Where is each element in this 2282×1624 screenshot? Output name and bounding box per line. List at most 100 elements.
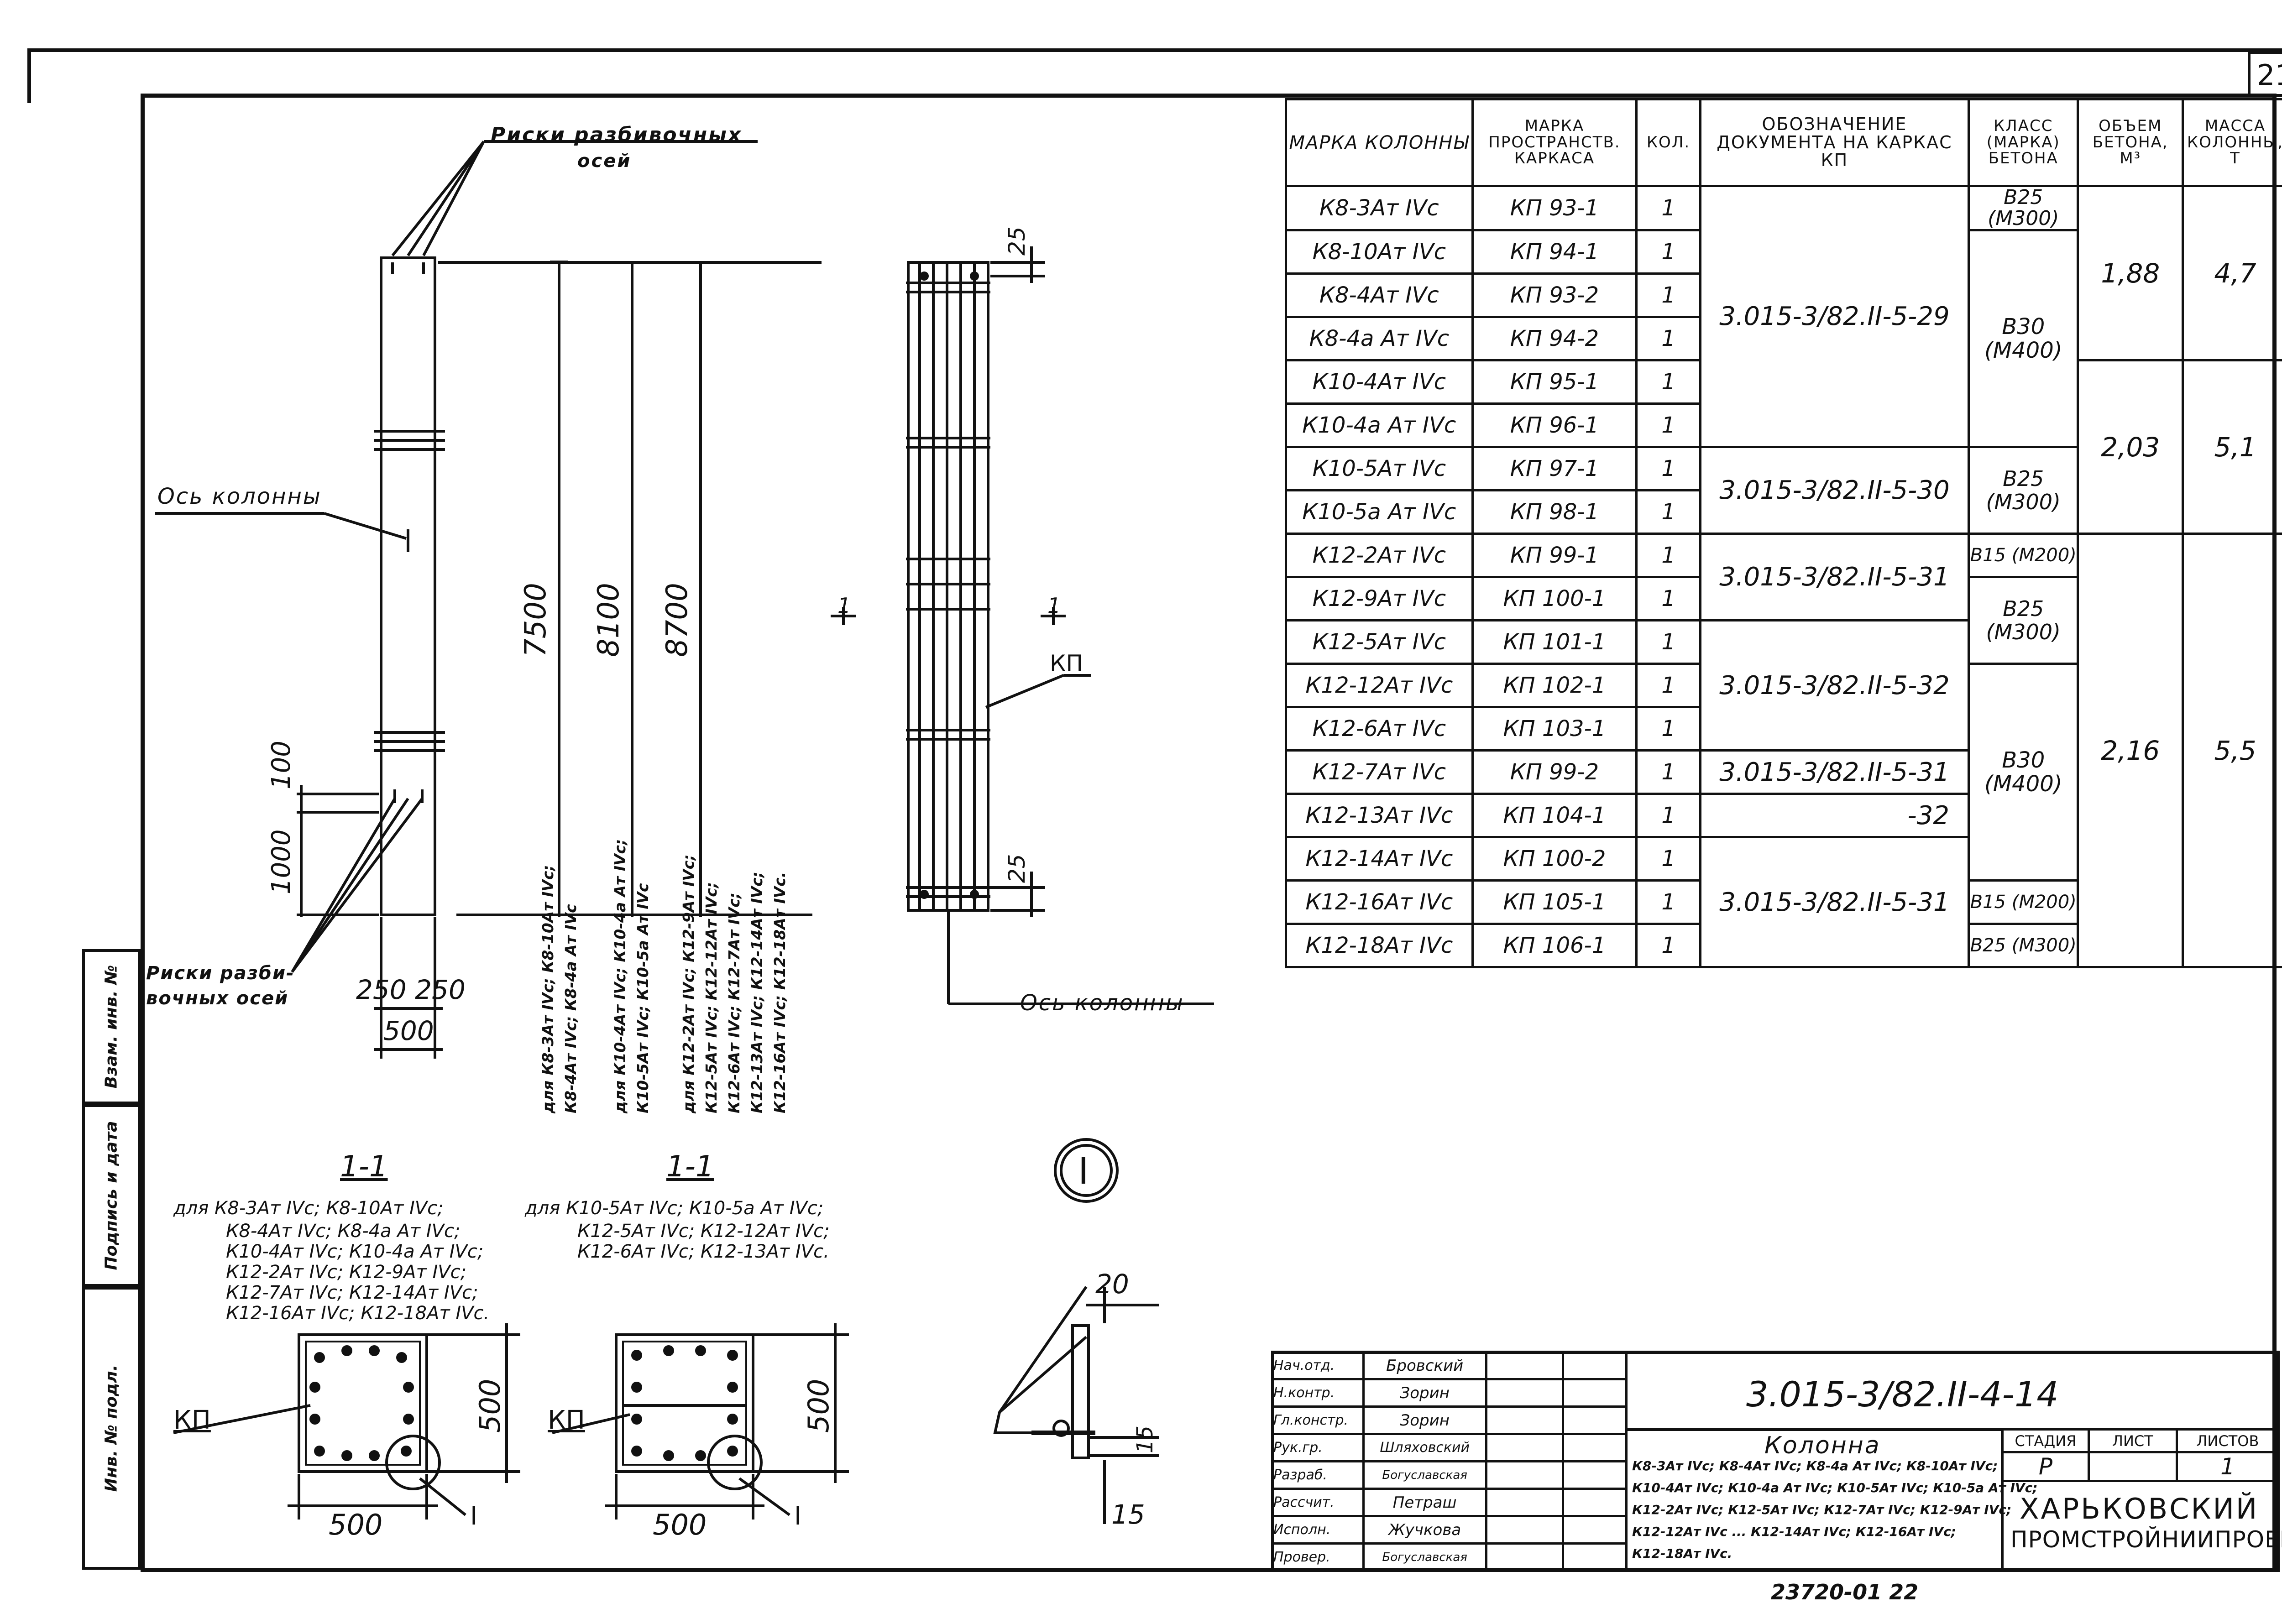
section-a-title: 1-1 xyxy=(340,1150,388,1184)
table-row: К12-18Ат IVс КП 106-1 1 В25 (М300) xyxy=(1285,923,2282,969)
column-axis-left: Ось колонны xyxy=(157,484,322,509)
org-name-2: ПРОМСТРОЙНИИПРОЕКТ xyxy=(2010,1526,2282,1553)
side-stamp-replacement: Взам. инв. № xyxy=(82,949,141,1104)
section-a-kp: КП xyxy=(173,1405,211,1435)
dim-250-250: 250 250 xyxy=(356,974,466,1005)
item-desc-4: К12-12Ат IVс ... К12-14Ат IVс; К12-16Ат … xyxy=(1632,1524,1956,1539)
section-b-title: 1-1 xyxy=(666,1150,714,1184)
side-stamp-signature: Подпись и дата xyxy=(82,1104,141,1287)
doc-code-cell: 3.015-3/82.II-4-14 xyxy=(1625,1351,2280,1431)
node-dim-20: 20 xyxy=(1095,1269,1129,1300)
section-b-kp: КП xyxy=(548,1405,585,1435)
length-label-6: К12-6Ат IVс; К12-7Ат IVс; xyxy=(725,893,743,1113)
table-row: К10-5Ат IVс КП 97-1 1 3.015-3/82.II-5-30… xyxy=(1285,446,2282,535)
doc-code: 3.015-3/82.II-4-14 xyxy=(1746,1374,2059,1415)
item-desc-3: К12-2Ат IVс; К12-5Ат IVс; К12-7Ат IVс; К… xyxy=(1632,1502,2012,1517)
table-row: К12-14Ат IVс КП 100-2 1 3.015-3/82.II-5-… xyxy=(1285,836,2282,969)
node-mark: I xyxy=(1078,1150,1089,1192)
table-row: К10-4а Ат IVс КП 96-1 1 xyxy=(1285,402,2282,449)
column-axis-right: Ось колонны xyxy=(1020,990,1184,1016)
sheets-label: Листов xyxy=(2175,1428,2280,1453)
kp-label: КП xyxy=(1050,650,1083,677)
node-dim-15b: 15 xyxy=(1111,1499,1145,1530)
length-label-7: К12-13Ат IVс; К12-14Ат IVс; xyxy=(748,872,766,1113)
length-label-3: К10-5Ат IVс; К10-5а Ат IVс xyxy=(634,883,652,1113)
hdr-qty: Кол. xyxy=(1635,98,1701,187)
dim-25-top: 25 xyxy=(1004,226,1030,256)
table-row: К8-10Ат IVс КП 94-1 1 В30 (М400) xyxy=(1285,229,2282,449)
marking-axes-top: Риски разбивочных xyxy=(491,123,743,146)
length-label-8: К12-16Ат IVс; К12-18Ат IVс. xyxy=(771,872,789,1113)
stage-table: Стадия Лист Листов Р 1 xyxy=(2001,1428,2280,1482)
side-stamp-inv: Инв. № подл. xyxy=(82,1287,141,1570)
signature xyxy=(1485,1433,1564,1462)
dim-8700: 8700 xyxy=(660,583,694,657)
table-row: К10-4Ат IVс КП 95-1 1 2,03 5,1 xyxy=(1285,359,2282,535)
length-label-0: для К8-3Ат IVс; К8-10Ат IVс; xyxy=(539,865,557,1114)
left-border-tick xyxy=(27,48,31,103)
spec-table-header: Марка колонны Марка пространств. каркаса… xyxy=(1285,98,2282,187)
section-a-width: 500 xyxy=(329,1508,383,1541)
section-a-height: 500 xyxy=(473,1379,507,1433)
item-name-cell: Колонна К8-3Ат IVс; К8-4Ат IVс; К8-4а Ат… xyxy=(1625,1428,2037,1572)
table-row: К12-2Ат IVс КП 99-1 1 3.015-3/82.II-5-31… xyxy=(1285,533,2282,969)
sheet-value xyxy=(2087,1451,2178,1482)
dim-8100: 8100 xyxy=(592,583,626,657)
org-name-1: ХАРЬКОВСКИЙ xyxy=(2020,1492,2259,1525)
signature xyxy=(1485,1351,1564,1380)
table-row: К12-9Ат IVс КП 100-1 1 В25 (М300) xyxy=(1285,576,2282,665)
section-b-line-1: К12-5Ат IVс; К12-12Ат IVс; xyxy=(577,1221,830,1242)
section-b-height: 500 xyxy=(802,1379,835,1433)
section-a-node: I xyxy=(470,1501,478,1531)
hdr-volume: Объем бетона, м³ xyxy=(2077,98,2184,187)
section-a-line-3: К12-2Ат IVс; К12-9Ат IVс; xyxy=(226,1262,467,1283)
bottom-code: 23720-01 22 xyxy=(1771,1580,1919,1604)
table-row: К12-16Ат IVс КП 105-1 1 В15 (М200) xyxy=(1285,879,2282,925)
stage-value: Р xyxy=(2001,1451,2090,1482)
column-elevation xyxy=(380,256,436,916)
top-border-line xyxy=(27,48,2282,52)
stage-label: Стадия xyxy=(2001,1428,2090,1453)
signature xyxy=(1485,1488,1564,1517)
table-row: К12-5Ат IVс КП 101-1 1 3.015-3/82.II-5-3… xyxy=(1285,619,2282,752)
item-desc-5: К12-18Ат IVс. xyxy=(1632,1546,1732,1561)
length-label-1: К8-4Ат IVс; К8-4а Ат IVс xyxy=(562,904,580,1113)
node-dim-15a: 15 xyxy=(1132,1426,1158,1453)
item-desc-1: К8-3Ат IVс; К8-4Ат IVс; К8-4а Ат IVс; К8… xyxy=(1632,1458,1998,1473)
dim-7500: 7500 xyxy=(519,583,553,657)
section-a-line-0: для К8-3Ат IVс; К8-10Ат IVс; xyxy=(173,1198,444,1219)
table-row: К12-7Ат IVс КП 99-2 1 3.015-3/82.II-5-31 xyxy=(1285,749,2282,795)
marking-axes-bottom-2: вочных осей xyxy=(146,988,289,1009)
section-b-node: I xyxy=(794,1501,802,1531)
length-label-2: для К10-4Ат IVс; К10-4а Ат IVс; xyxy=(611,839,629,1114)
item-title: Колонна xyxy=(1764,1432,1881,1459)
table-row: К12-6Ат IVс КП 103-1 1 xyxy=(1285,706,2282,752)
section-b-width: 500 xyxy=(653,1508,707,1541)
section-b-line-2: К12-6Ат IVс; К12-13Ат IVс. xyxy=(577,1241,829,1262)
dim-1000: 1000 xyxy=(267,829,296,894)
table-row: К8-4а Ат IVс КП 94-2 1 xyxy=(1285,316,2282,362)
section-b-outline xyxy=(615,1333,754,1473)
table-row: К8-4Ат IVс КП 93-2 1 xyxy=(1285,272,2282,319)
signature xyxy=(1485,1405,1564,1435)
title-block-roles: Нач.отд.Бровский Н.контр.Зорин Гл.констр… xyxy=(1271,1351,1628,1572)
sheets-value: 1 xyxy=(2175,1451,2280,1482)
length-label-4: для К12-2Ат IVс; К12-9Ат IVс; xyxy=(680,854,697,1114)
signature xyxy=(1485,1460,1564,1490)
spec-table: Марка колонны Марка пространств. каркаса… xyxy=(1285,98,2282,969)
table-row: К12-12Ат IVс КП 102-1 1 В30 (М400) xyxy=(1285,663,2282,882)
section-a-line-1: К8-4Ат IVс; К8-4а Ат IVс; xyxy=(226,1221,461,1242)
dim-100: 100 xyxy=(267,741,296,789)
marking-axes-bottom: Риски разби- xyxy=(146,963,295,984)
sheet-number-box: 21 xyxy=(2248,51,2282,97)
signature xyxy=(1485,1515,1564,1545)
dim-25-bottom: 25 xyxy=(1004,854,1030,883)
hdr-mark: Марка колонны xyxy=(1285,98,1474,187)
sheet-number: 21 xyxy=(2257,58,2282,92)
hdr-cage: Марка пространств. каркаса xyxy=(1471,98,1638,187)
dim-500: 500 xyxy=(383,1015,434,1046)
hdr-doc: Обозначение документа на каркас КП xyxy=(1699,98,1970,187)
section-mark-right: 1 xyxy=(1047,593,1061,618)
section-a-line-2: К10-4Ат IVс; К10-4а Ат IVс; xyxy=(226,1241,484,1262)
